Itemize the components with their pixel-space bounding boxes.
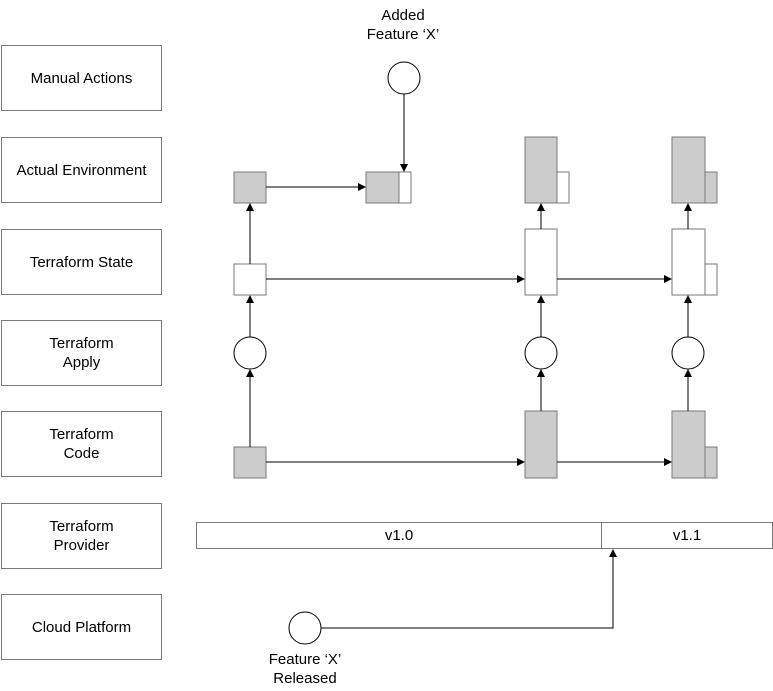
code-block-v3-main bbox=[671, 410, 706, 479]
code-block-v2 bbox=[524, 410, 558, 479]
env-block-3-main bbox=[524, 136, 558, 204]
row-label-text: Terraform State bbox=[29, 253, 134, 271]
state-block-3-feature bbox=[704, 263, 718, 296]
state-block-1 bbox=[233, 263, 267, 296]
row-label-terraform-provider: Terraform Provider bbox=[1, 503, 162, 569]
env-block-4-main bbox=[671, 136, 706, 204]
state-block-3-main bbox=[671, 228, 706, 296]
row-label-text: Manual Actions bbox=[30, 69, 133, 87]
row-label-text: Terraform Code bbox=[49, 426, 114, 462]
apply-step-3 bbox=[671, 336, 705, 370]
row-label-terraform-state: Terraform State bbox=[1, 229, 162, 295]
row-label-text: Actual Environment bbox=[16, 161, 147, 179]
row-label-text: Terraform Apply bbox=[49, 335, 114, 371]
env-block-1 bbox=[233, 171, 267, 204]
provider-version-v1-1: v1.1 bbox=[601, 522, 773, 549]
code-block-v3-feature bbox=[704, 446, 718, 479]
row-label-text: Terraform Provider bbox=[49, 518, 114, 554]
feature-released-annotation: Feature ‘X’ Released bbox=[268, 651, 342, 687]
env-block-4-feature bbox=[704, 171, 718, 204]
version-label: v1.1 bbox=[672, 527, 702, 544]
arrow-release-to-v1-1 bbox=[321, 549, 617, 629]
state-block-2 bbox=[524, 228, 558, 296]
version-label: v1.0 bbox=[384, 527, 414, 544]
row-label-actual-environment: Actual Environment bbox=[1, 137, 162, 203]
env-block-2-feature bbox=[398, 171, 412, 204]
apply-step-1 bbox=[233, 336, 267, 370]
env-block-2-main bbox=[365, 171, 400, 204]
apply-step-2 bbox=[524, 336, 558, 370]
row-label-terraform-apply: Terraform Apply bbox=[1, 320, 162, 386]
row-label-cloud-platform: Cloud Platform bbox=[1, 594, 162, 660]
env-block-3-feature bbox=[556, 171, 570, 204]
code-block-v1 bbox=[233, 446, 267, 479]
feature-release-circle bbox=[288, 611, 322, 645]
manual-action-circle bbox=[387, 61, 421, 95]
provider-version-v1-0: v1.0 bbox=[196, 522, 602, 549]
row-label-text: Cloud Platform bbox=[31, 618, 132, 636]
row-label-manual-actions: Manual Actions bbox=[1, 45, 162, 111]
added-feature-annotation: Added Feature ‘X’ bbox=[366, 7, 440, 43]
row-label-terraform-code: Terraform Code bbox=[1, 411, 162, 477]
